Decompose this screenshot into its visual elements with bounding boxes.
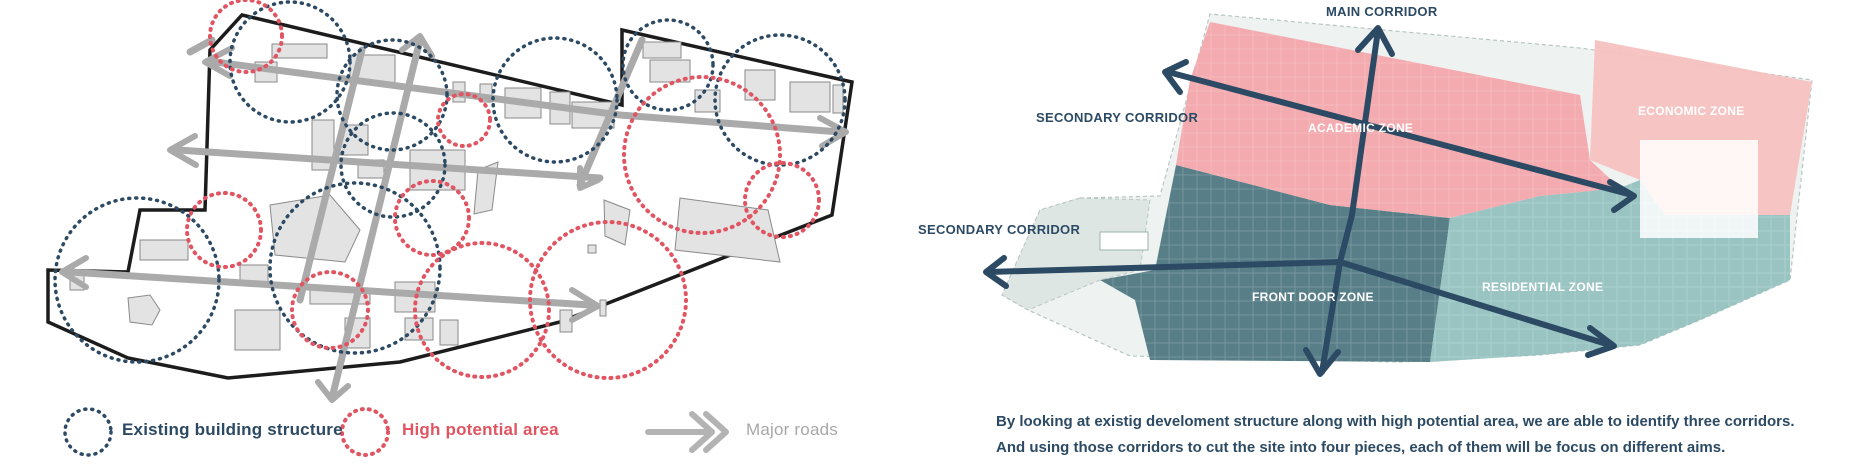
zoning-map [986,14,1812,374]
secondary-corridor-lower-label: SECONDARY CORRIDOR [918,222,1080,237]
legend-existing-label: Existing building structure [122,420,343,440]
legend-roads-label: Major roads [746,420,838,440]
caption-line-2: And using those corridors to cut the sit… [996,439,1725,456]
economic-zone-label: ECONOMIC ZONE [1638,104,1745,118]
legend-potential: High potential area [402,400,559,460]
main-corridor-label: MAIN CORRIDOR [1326,4,1438,19]
legend-roads-swatch [648,414,726,450]
road-vertical-secondary [300,50,362,300]
legend-roads: Major roads [746,400,838,460]
legend-potential-swatch [342,409,388,455]
legend-existing-swatch [65,409,111,455]
front-door-zone-label: FRONT DOOR ZONE [1252,290,1374,304]
secondary-corridor-upper-label: SECONDARY CORRIDOR [1036,110,1198,125]
legend-potential-label: High potential area [402,420,559,440]
academic-zone-label: ACADEMIC ZONE [1308,121,1413,135]
existing-buildings [70,42,843,350]
caption-line-1: By looking at existig develoment structu… [996,413,1795,430]
existing-analysis-map [48,0,852,400]
legend-existing: Existing building structure [122,400,343,460]
residential-zone-label: RESIDENTIAL ZONE [1482,280,1603,294]
